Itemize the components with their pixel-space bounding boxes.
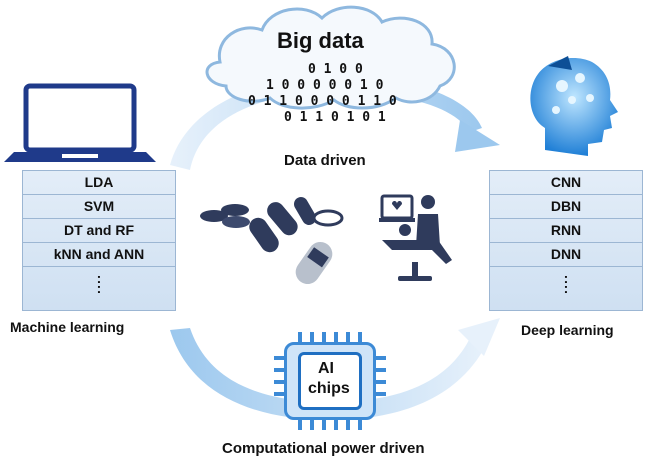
binary-row-4: 0 1 1 0 1 0 1 — [284, 110, 386, 125]
data-driven-label: Data driven — [284, 152, 366, 169]
chip-label-line2: chips — [308, 380, 350, 397]
chip-label-line1: AI — [318, 360, 334, 377]
machine-learning-caption: Machine learning — [10, 319, 125, 335]
deep-learning-caption: Deep learning — [521, 322, 614, 338]
list-item: CNN — [490, 171, 642, 195]
list-item: SVM — [23, 195, 175, 219]
binary-row-3: 0 1 1 0 0 0 0 1 1 0 — [248, 94, 397, 109]
list-item: DT and RF — [23, 219, 175, 243]
ellipsis-dot: : — [96, 280, 102, 296]
list-item: RNN — [490, 219, 642, 243]
brain-head-icon — [530, 56, 618, 156]
list-ellipsis: : : — [490, 267, 642, 310]
list-item: LDA — [23, 171, 175, 195]
machine-learning-list: LDA SVM DT and RF kNN and ANN : : — [22, 170, 176, 311]
pills-icon — [200, 197, 344, 285]
laptop-icon — [4, 83, 156, 162]
ai-chip-core — [298, 352, 362, 410]
deep-learning-list: CNN DBN RNN DNN : : — [489, 170, 643, 311]
doctor-patient-icon — [379, 194, 452, 281]
chip-pins — [274, 332, 386, 430]
binary-row-2: 1 0 0 0 0 0 1 0 — [266, 78, 384, 93]
list-item: kNN and ANN — [23, 243, 175, 267]
ellipsis-dot: : — [563, 280, 569, 296]
computational-power-label: Computational power driven — [222, 440, 425, 457]
list-item: DBN — [490, 195, 642, 219]
ellipsis-dot: : — [563, 270, 569, 286]
big-data-title: Big data — [277, 28, 364, 53]
cloud-shape — [205, 5, 456, 110]
list-ellipsis: : : — [23, 267, 175, 310]
binary-row-1: 0 1 0 0 — [308, 62, 363, 77]
ellipsis-dot: : — [96, 270, 102, 286]
list-item: DNN — [490, 243, 642, 267]
lower-cycle-arrow — [170, 318, 500, 420]
